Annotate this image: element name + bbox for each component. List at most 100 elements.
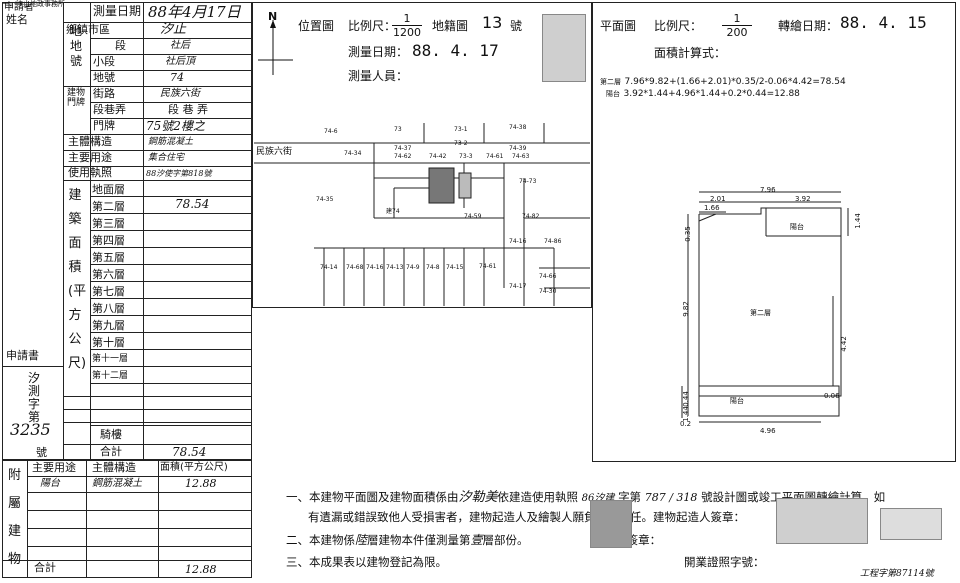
survey-no: 3235	[10, 420, 51, 439]
parcel-label: 74-35	[316, 196, 334, 203]
location-date-value: 88. 4. 17	[412, 41, 499, 60]
parcel-label: 74-16	[509, 238, 527, 245]
parcel-label: 74-37	[394, 145, 412, 152]
dim-left: 9.82	[681, 301, 690, 317]
attached-total-value: 12.88	[185, 563, 217, 576]
section-label: 段	[115, 39, 126, 52]
dim-mid-top: 3.92	[795, 195, 811, 203]
parcel-label: 74-86	[544, 238, 562, 245]
parcel-label: 74-68	[346, 264, 364, 271]
parcel-label: 74-39	[509, 145, 527, 152]
lane-label: 段巷弄	[93, 103, 126, 116]
builder-seal-stamp	[776, 498, 868, 544]
survey-date-value: 88年4月17日	[148, 3, 241, 21]
no-suffix: 號	[36, 446, 47, 459]
parcel-label: 73-1	[454, 126, 468, 133]
floor-row: 第五層	[90, 248, 252, 265]
floor-row: 第二層 78.54	[90, 197, 252, 214]
floor-plan-panel	[592, 2, 956, 462]
dim-right: 4.42	[839, 336, 848, 352]
parcel-label: 74-34	[344, 150, 362, 157]
dim-top: 7.96	[760, 186, 776, 194]
attached-group-label: 附屬建物	[8, 468, 22, 567]
floor-label: 第十二層	[92, 371, 129, 381]
formula-title: 面積計算式：	[654, 46, 727, 60]
lane-value: 段 巷 弄	[168, 103, 208, 116]
floor-row: 第八層	[90, 299, 252, 316]
location-date-label: 測量日期：	[348, 45, 409, 59]
floor-label: 第四層	[92, 234, 125, 247]
use-value: 集合住宅	[148, 153, 185, 163]
town-label: 鄉鎮市區	[66, 23, 110, 36]
parcel-label: 74-14	[320, 264, 338, 271]
floor-row: 第四層	[90, 231, 252, 248]
cadastral-map-sketch	[254, 123, 590, 306]
name-label: 姓名	[6, 13, 28, 26]
use-label: 主要用途	[68, 151, 112, 164]
dim-inner: 1.66	[704, 204, 720, 212]
plan-scale-fraction: 1 200	[722, 12, 752, 39]
location-map-panel	[252, 2, 592, 308]
parcel-label: 74-17	[509, 283, 527, 290]
floor-label: 第五層	[92, 251, 125, 264]
request-label: 申請書	[6, 349, 39, 362]
lot-label: 地號	[93, 71, 115, 84]
formula-line-1: 第二層 7.96*9.82+(1.66+2.01)*0.35/2-0.06*4.…	[600, 77, 846, 87]
dim-bl3: 0.2	[680, 420, 692, 428]
floor-row: 第十一層	[90, 350, 252, 367]
lot-value: 74	[170, 71, 184, 84]
floor-label: 第十一層	[92, 354, 129, 364]
parcel-label: 建74	[386, 208, 400, 215]
note-1-cont: 有遺漏或錯誤致他人受損害者，建物起造人及繪製人願負法律責任。建物起造人簽章：	[308, 510, 745, 524]
dim-left-top: 2.01	[710, 195, 726, 203]
parcel-label: 74-62	[394, 153, 412, 160]
door-value: 75號2樓之	[146, 119, 205, 133]
structure-value: 鋼筋混凝土	[148, 137, 194, 147]
street-name-on-map: 民族六街	[256, 147, 293, 157]
parcel-label: 73	[394, 126, 402, 133]
town-value: 汐止	[160, 22, 187, 37]
license-value: 88汐使字第818號	[146, 169, 212, 178]
sheet-label: 地籍圖	[432, 19, 469, 33]
license-no-label: 開業證照字號：	[684, 555, 765, 569]
parcel-label: 74-16	[366, 264, 384, 271]
floor-label: 第七層	[92, 285, 125, 298]
dim-bottom: 4.96	[760, 427, 776, 435]
license-no-value: 工程字第87114號	[860, 569, 934, 579]
attached-row-structure: 鋼筋混凝土	[92, 478, 142, 489]
street-value: 民族六街	[160, 88, 200, 99]
floor-label: 第二層	[92, 200, 125, 213]
transfer-date-value: 88. 4. 15	[840, 13, 927, 32]
floor-row: 第六層	[90, 265, 252, 282]
floor-label: 第十層	[92, 336, 125, 349]
parcel-label: 74-59	[464, 213, 482, 220]
parcel-label: 74-63	[512, 153, 530, 160]
floor-row: 第三層	[90, 214, 252, 231]
total-label: 合計	[100, 445, 122, 458]
location-scale-fraction: 1 1200	[392, 12, 422, 39]
transfer-date-label: 轉繪日期：	[778, 19, 839, 33]
total-value: 78.54	[172, 445, 207, 459]
header-small-text: 一、汐止地政事務所	[2, 0, 65, 8]
subsection-value: 社后頂	[165, 56, 195, 67]
floor-row: 第十層	[90, 333, 252, 350]
room-balcony-bottom: 陽台	[730, 397, 744, 405]
survey-no-label: 汐測字第	[28, 371, 41, 424]
location-group-label: 地地號	[69, 24, 82, 68]
location-map-title: 位置圖	[298, 19, 335, 33]
area-group-label: 建築面積(平方公尺)	[68, 188, 87, 371]
parcel-label: 73-3	[459, 153, 473, 160]
parcel-label: 74-38	[509, 124, 527, 131]
dim-side: 1.44	[853, 213, 862, 229]
parcel-label: 74-73	[519, 178, 537, 185]
structure-label: 主體構造	[68, 135, 112, 148]
left-table: 申請者 姓名 申請書 汐測字第 3235 號 地地號 建物門牌 建築面積(平方公…	[0, 0, 252, 583]
door-group-label: 建物門牌	[66, 88, 85, 108]
signature-stamp	[880, 508, 942, 540]
floor-plan-drawing	[681, 191, 849, 423]
north-arrow-icon	[258, 20, 293, 75]
floor-row: 第九層	[90, 316, 252, 333]
floor-value: 78.54	[175, 197, 210, 211]
floor-plan-title: 平面圖	[600, 19, 637, 33]
